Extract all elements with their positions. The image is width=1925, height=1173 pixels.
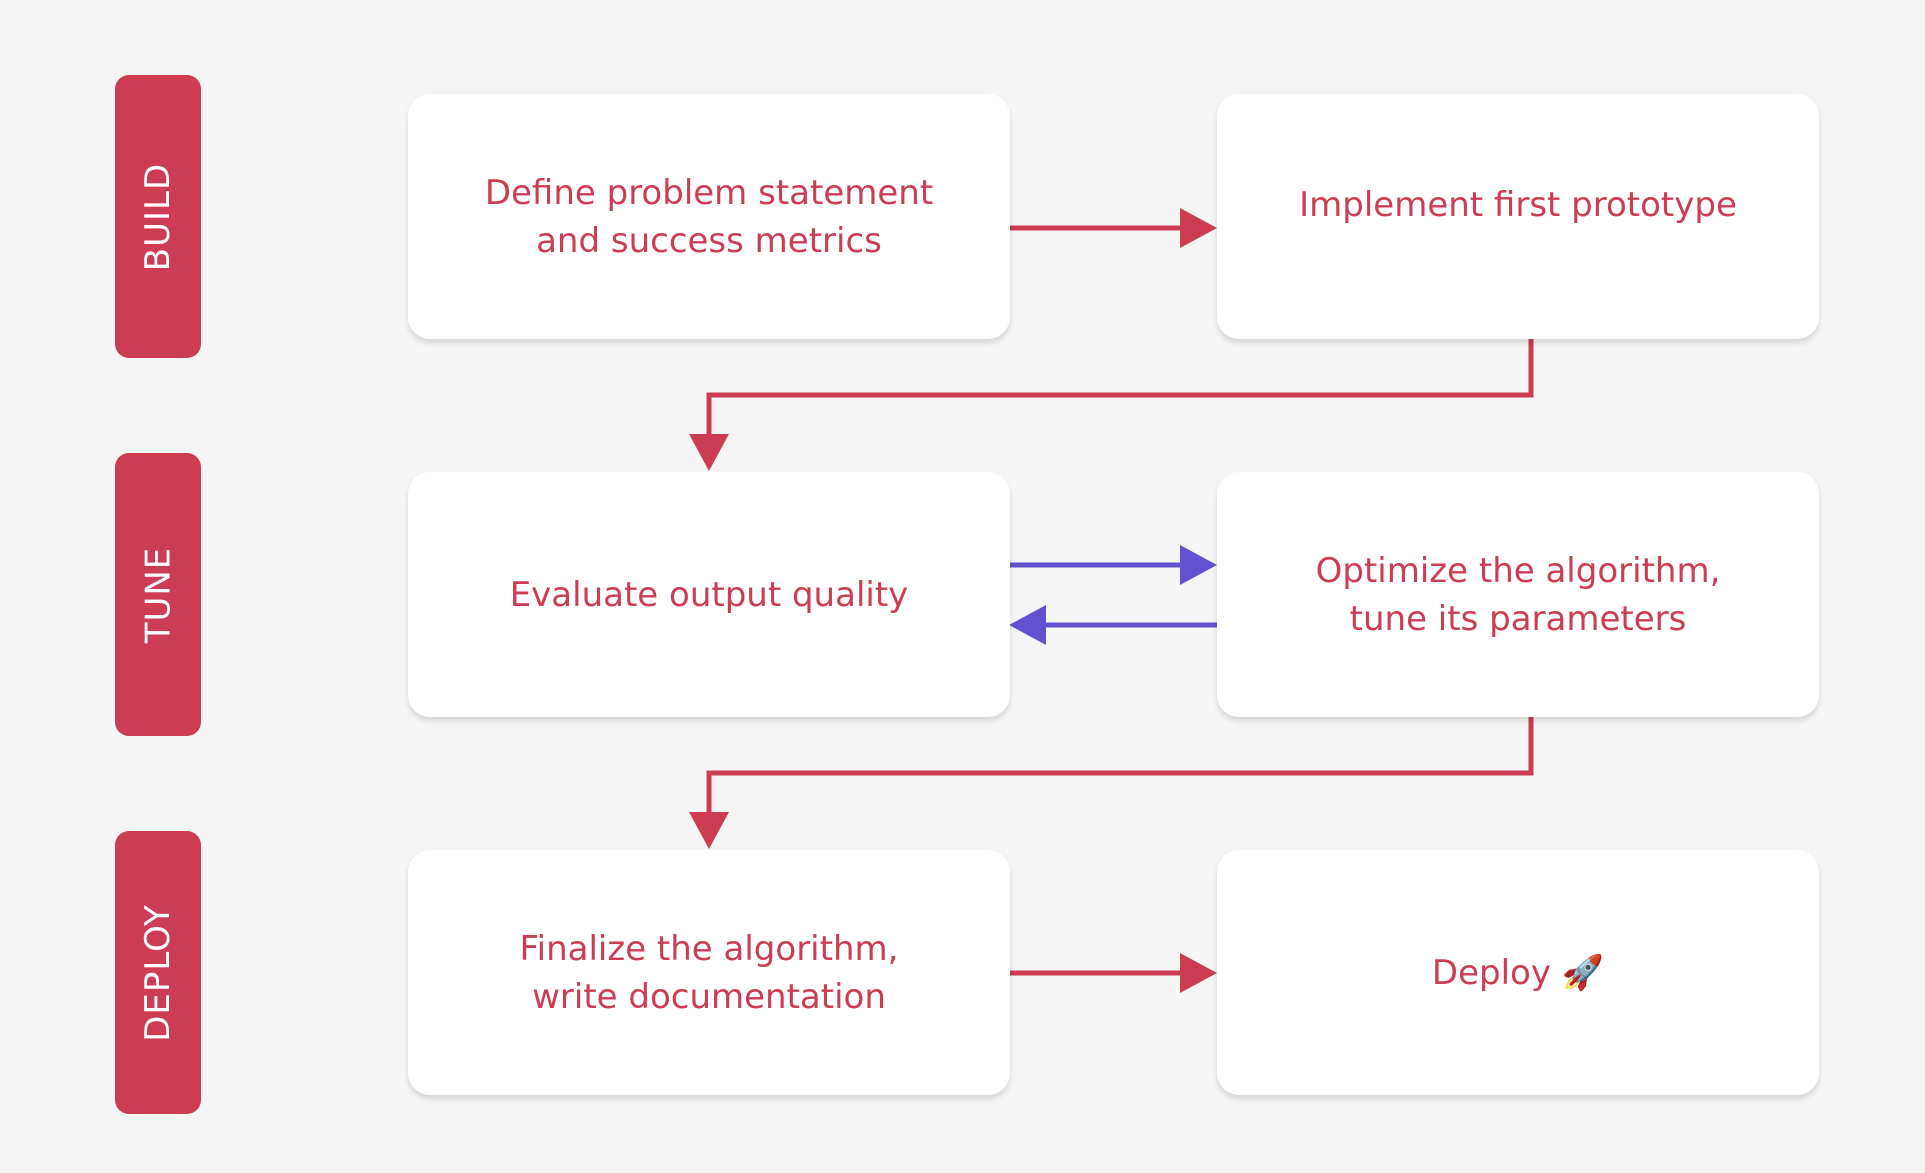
- step-define-problem: Define problem statement and success met…: [408, 94, 1010, 339]
- step-text-line1: Optimize the algorithm,: [1315, 550, 1721, 591]
- step-text-line1: Implement first prototype: [1299, 184, 1737, 225]
- step-text-line2: tune its parameters: [1349, 598, 1687, 639]
- arrow-define-to-implement: [1009, 208, 1217, 248]
- phase-label-text: DEPLOY: [138, 903, 179, 1042]
- phase-label-build: BUILD: [115, 75, 201, 358]
- step-text-line2: and success metrics: [536, 220, 882, 261]
- phase-label-tune: TUNE: [115, 453, 201, 736]
- step-finalize-algorithm: Finalize the algorithm, write documentat…: [408, 850, 1010, 1095]
- step-text-line2: write documentation: [532, 976, 886, 1017]
- step-evaluate-output: Evaluate output quality: [408, 472, 1010, 717]
- step-text-line1: Deploy 🚀: [1431, 952, 1605, 993]
- step-text-line1: Evaluate output quality: [509, 574, 909, 615]
- arrow-optimize-to-evaluate: [1009, 605, 1217, 645]
- phase-label-deploy: DEPLOY: [115, 831, 201, 1114]
- step-optimize-algorithm: Optimize the algorithm, tune its paramet…: [1217, 472, 1819, 717]
- phase-label-text: TUNE: [138, 546, 179, 643]
- arrow-finalize-to-deploy: [1009, 953, 1217, 993]
- step-deploy: Deploy 🚀: [1217, 850, 1819, 1095]
- arrow-implement-to-evaluate: [689, 339, 1534, 471]
- phase-label-text: BUILD: [138, 162, 178, 271]
- step-text-line1: Define problem statement: [484, 172, 934, 213]
- arrow-evaluate-to-optimize: [1009, 545, 1217, 585]
- arrow-optimize-to-finalize: [689, 717, 1534, 849]
- step-text-line1: Finalize the algorithm,: [519, 928, 899, 969]
- step-implement-prototype: Implement first prototype: [1217, 94, 1819, 339]
